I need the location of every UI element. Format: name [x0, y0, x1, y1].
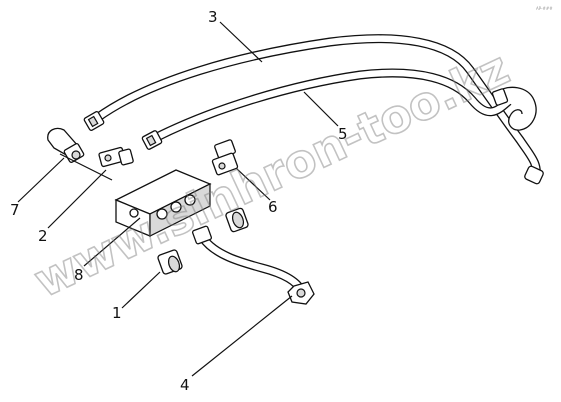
hose-3-nut: [83, 111, 105, 131]
hose-end-fitting-right: [491, 86, 544, 185]
adapter-1: [157, 249, 183, 275]
elbow-fitting-6: [211, 139, 239, 176]
callout-7: 7: [10, 201, 20, 219]
callout-5: 5: [338, 125, 348, 143]
callout-2: 2: [38, 227, 48, 245]
elbow-fitting-7: [47, 127, 85, 163]
corner-mark: AP-###: [536, 6, 553, 11]
callout-1: 1: [112, 304, 122, 322]
leader-lines: [17, 21, 339, 377]
connector-6b: [225, 207, 249, 233]
callout-6: 6: [268, 198, 278, 216]
hose-5-nut: [141, 130, 163, 150]
hose-3: [92, 34, 541, 183]
hose-4: [192, 225, 315, 305]
callout-8: 8: [74, 266, 84, 284]
distribution-block-8: [114, 169, 212, 237]
callout-3: 3: [208, 8, 218, 26]
callout-4: 4: [180, 376, 190, 394]
tee-fitting-2: [98, 146, 134, 168]
hose-5: [150, 68, 515, 143]
